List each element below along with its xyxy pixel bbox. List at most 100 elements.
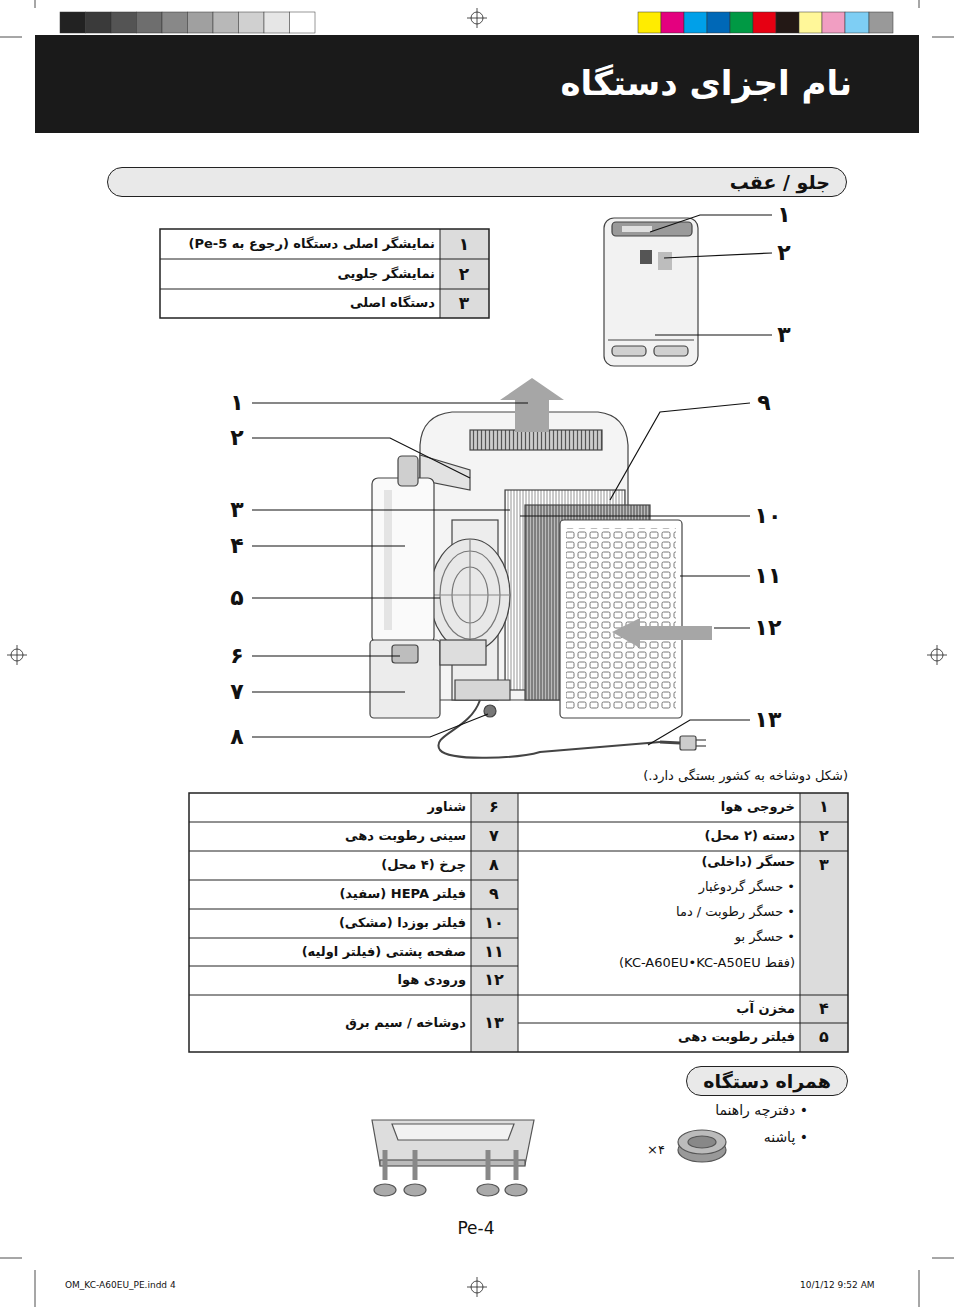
callout-number: ۱ xyxy=(777,202,790,228)
row-number: ۲ xyxy=(459,264,469,284)
illustration-part xyxy=(189,851,518,852)
row-number: ۳ xyxy=(819,855,829,874)
illustration-part xyxy=(413,1150,418,1180)
illustration-part xyxy=(213,12,239,33)
row-number: ۱۰ xyxy=(484,913,504,932)
row-number: ۹ xyxy=(489,884,499,903)
exploded-illustration xyxy=(370,378,712,758)
row-number: ۷ xyxy=(489,826,499,845)
illustration-part xyxy=(440,229,489,318)
illustration-part xyxy=(776,12,799,33)
illustration-part xyxy=(252,402,528,403)
illustration-part xyxy=(678,1130,726,1154)
illustration-part xyxy=(440,229,441,318)
row-number: ۴ xyxy=(819,999,829,1018)
illustration-part xyxy=(518,793,519,1052)
illustration-part xyxy=(372,1120,534,1165)
illustration-part xyxy=(189,995,518,996)
callout-number: ۱۰ xyxy=(755,503,782,529)
illustration-part xyxy=(252,714,488,737)
section-heading: همراه دستگاه xyxy=(703,1070,831,1092)
illustration-part xyxy=(655,334,772,335)
illustration-part xyxy=(189,938,518,939)
callout-number: ۵ xyxy=(230,585,243,611)
illustration-part xyxy=(252,597,440,598)
table-cell: • حسگر گردوغبار xyxy=(699,879,795,895)
table-cell: صفحه پشتی (فیلتر اولیه) xyxy=(302,944,466,960)
illustration-part xyxy=(730,12,753,33)
illustration-part xyxy=(919,1270,920,1307)
illustration-part xyxy=(514,1150,519,1180)
illustration-part xyxy=(518,822,848,823)
illustration-part xyxy=(800,793,848,1052)
illustration-part xyxy=(471,793,518,1052)
illustration-part xyxy=(608,339,694,340)
illustration-part xyxy=(440,640,486,665)
illustration-part xyxy=(189,966,518,967)
parts-table xyxy=(189,793,848,1052)
illustration-part xyxy=(392,645,418,663)
illustration-part xyxy=(252,655,400,656)
illustration-part xyxy=(753,12,776,33)
callout-number: ۱ xyxy=(230,390,243,416)
note: (شکل دوشاخه به کشور بستگی دارد.) xyxy=(643,768,848,784)
illustration-part xyxy=(869,12,893,33)
table-cell: ورودی هوا xyxy=(398,972,466,988)
row-number: ۱۳ xyxy=(484,1013,504,1032)
illustration-part xyxy=(430,539,510,651)
parts-table-small xyxy=(160,229,489,318)
illustration-part xyxy=(937,645,938,665)
illustration-part xyxy=(86,12,112,33)
row-number: ۸ xyxy=(489,855,499,874)
row-number: ۶ xyxy=(489,797,499,816)
illustration-part xyxy=(696,739,706,740)
table-cell: خروجی هوا xyxy=(721,799,795,815)
illustration-part xyxy=(370,640,440,718)
illustration-part xyxy=(518,995,848,996)
illustration-part xyxy=(640,250,652,264)
illustration-part xyxy=(932,1258,954,1259)
illustration-part xyxy=(638,12,661,33)
grey-scale-bar xyxy=(60,12,315,33)
page-number: Pe-4 xyxy=(457,1218,494,1238)
callout-number: ۶ xyxy=(230,643,243,669)
illustration-part xyxy=(252,691,405,692)
callout-number: ۳ xyxy=(777,322,790,348)
illustration-part xyxy=(17,645,18,665)
illustration-part xyxy=(660,742,680,743)
leader-lines xyxy=(252,403,750,745)
illustration-part xyxy=(845,12,869,33)
illustration-part xyxy=(566,528,676,710)
illustration-part xyxy=(486,1150,491,1180)
illustration-part xyxy=(471,793,472,1052)
illustration-part xyxy=(518,1023,848,1024)
illustration-part xyxy=(374,1184,396,1196)
illustration-part xyxy=(160,229,489,318)
illustration-part xyxy=(404,1184,426,1196)
illustration-part xyxy=(518,851,848,852)
table-cell: دسته (۲ محل) xyxy=(704,828,795,844)
accessory-item: • دفترچه راهنما xyxy=(715,1102,808,1119)
illustration-part xyxy=(252,438,470,478)
row-number: ۵ xyxy=(819,1027,829,1046)
table-cell: چرخ (۴ محل) xyxy=(381,857,466,873)
illustration-part xyxy=(380,1160,525,1166)
illustration-part xyxy=(684,12,707,33)
illustration-part xyxy=(612,222,692,236)
illustration-part xyxy=(35,0,36,8)
illustration-part xyxy=(0,37,22,38)
table-cell: فیلتر بوزدا (مشکی) xyxy=(339,915,466,931)
illustration-part xyxy=(680,736,696,750)
callout-number: ۱۱ xyxy=(755,563,782,589)
table-cell: (فقط KC-A60EU•KC-A50EU) xyxy=(619,955,795,971)
table-cell: حسگر (داخلی) xyxy=(701,854,795,870)
illustration-part xyxy=(680,575,750,576)
illustration-part xyxy=(822,12,845,33)
table-cell: فیلتر HEPA (سفید) xyxy=(339,886,466,902)
illustration-part xyxy=(398,456,418,486)
table-cell: دوشاخه / سیم برق xyxy=(345,1015,466,1031)
row-number: ۲ xyxy=(819,826,829,845)
section-band: جلو / عقب xyxy=(107,167,847,197)
illustration-part xyxy=(392,1124,514,1140)
